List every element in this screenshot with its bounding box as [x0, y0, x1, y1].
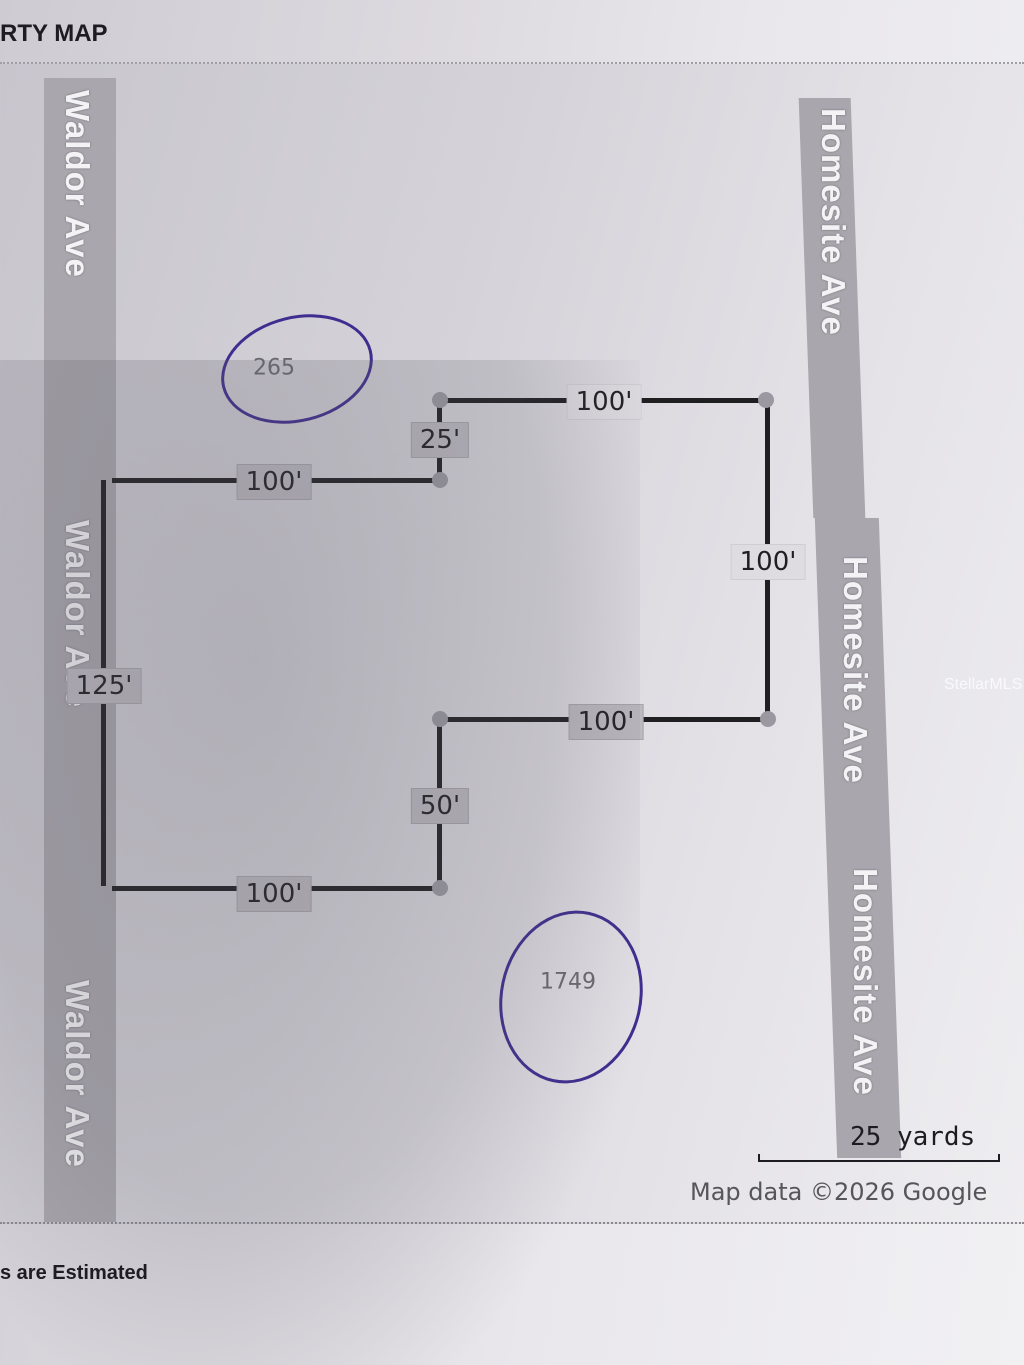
- vertex: [432, 711, 448, 727]
- vertex: [758, 392, 774, 408]
- street-label-waldor-1: Waldor Ave: [59, 90, 96, 278]
- property-map: [0, 62, 1024, 1224]
- vertex: [432, 880, 448, 896]
- dimension-label-north-west: 100': [236, 464, 312, 500]
- dimension-label-middle: 100': [568, 704, 644, 740]
- street-label-homesite-1: Homesite Ave: [815, 108, 852, 336]
- street-label-homesite-2: Homesite Ave: [837, 556, 874, 784]
- dimension-label-jog-south: 50': [410, 788, 470, 824]
- vertex: [432, 392, 448, 408]
- street-label-waldor-3: Waldor Ave: [59, 980, 96, 1168]
- street-label-homesite-3: Homesite Ave: [847, 868, 884, 1096]
- dimension-label-jog-north: 25': [410, 422, 470, 458]
- dimension-label-north-east: 100': [566, 384, 642, 420]
- vertex: [432, 472, 448, 488]
- map-attribution: Map data ©2026 Google: [690, 1178, 988, 1206]
- page-title: RTY MAP: [0, 20, 108, 47]
- house-number-265: 265: [253, 355, 295, 381]
- dimension-label-east: 100': [730, 544, 806, 580]
- footer-note: s are Estimated: [0, 1262, 148, 1284]
- dimension-label-west: 125': [66, 668, 142, 704]
- watermark: StellarMLS: [944, 676, 1023, 693]
- dimension-label-south: 100': [236, 876, 312, 912]
- scale-label: 25 yards: [850, 1122, 976, 1152]
- scale-bar: [758, 1154, 1000, 1162]
- house-number-1749: 1749: [540, 969, 596, 995]
- vertex: [760, 711, 776, 727]
